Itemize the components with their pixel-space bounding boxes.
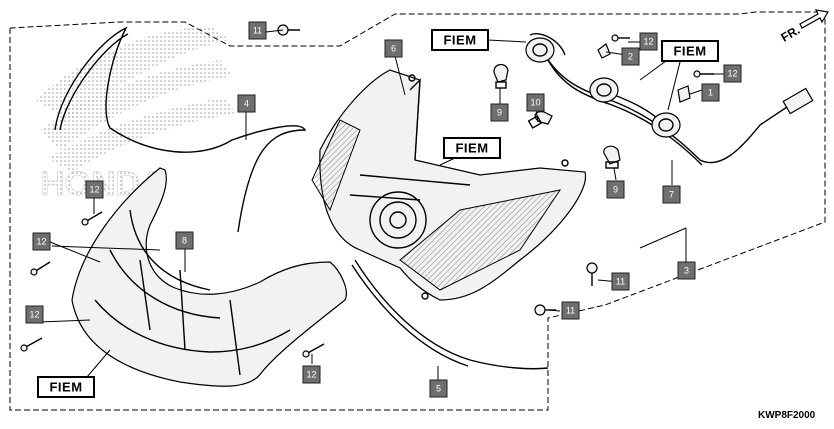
- callout-4[interactable]: 4: [237, 94, 256, 113]
- svg-text:6: 6: [391, 44, 396, 54]
- svg-text:FIEM: FIEM: [455, 141, 488, 156]
- clip-2: [597, 43, 611, 59]
- svg-text:8: 8: [182, 236, 187, 246]
- svg-text:12: 12: [306, 370, 316, 380]
- callout-6[interactable]: 6: [384, 39, 403, 58]
- screw-12-right: [693, 70, 714, 78]
- svg-text:FIEM: FIEM: [49, 380, 82, 395]
- screw-12-bottom: [302, 343, 325, 358]
- screw-11-right: [586, 262, 598, 286]
- screw-12-top-right: [611, 34, 630, 42]
- diagram-code: KWP8F2000: [758, 410, 816, 421]
- fiem-label-top: FIEM: [431, 29, 489, 51]
- bulb-socket-b: [589, 77, 619, 103]
- svg-text:FIEM: FIEM: [673, 44, 706, 59]
- fiem-label-bottom: FIEM: [37, 376, 95, 398]
- callout-1[interactable]: 1: [701, 83, 720, 102]
- bulb-9-top: [493, 63, 509, 89]
- svg-text:10: 10: [530, 98, 540, 108]
- fiem-label-right: FIEM: [661, 40, 719, 62]
- svg-text:9: 9: [497, 108, 502, 118]
- callout-12-bottom[interactable]: 12: [302, 365, 321, 384]
- callout-7[interactable]: 7: [662, 185, 681, 204]
- bulb-socket-a: [525, 37, 555, 63]
- callout-11-right[interactable]: 11: [611, 272, 630, 291]
- callout-5[interactable]: 5: [429, 379, 448, 398]
- svg-text:FIEM: FIEM: [443, 33, 476, 48]
- svg-text:12: 12: [36, 237, 46, 247]
- svg-text:11: 11: [616, 277, 625, 287]
- bulb-10: [527, 111, 553, 129]
- part-4-trim: [54, 26, 307, 233]
- svg-text:7: 7: [669, 190, 674, 200]
- callout-12-right[interactable]: 12: [723, 64, 742, 83]
- callout-9-side[interactable]: 9: [606, 180, 625, 199]
- svg-text:1: 1: [708, 88, 713, 98]
- clip-1: [677, 85, 691, 103]
- bulb-socket-c: [651, 112, 681, 138]
- bulb-9-side: [603, 145, 621, 169]
- arrow-icon: [799, 9, 829, 29]
- svg-text:3: 3: [684, 266, 689, 276]
- callout-3[interactable]: 3: [677, 261, 696, 280]
- screw-12-left-bottom: [20, 337, 43, 352]
- callout-8[interactable]: 8: [175, 231, 194, 250]
- svg-text:9: 9: [613, 185, 618, 195]
- callout-9-top[interactable]: 9: [490, 103, 509, 122]
- callout-2[interactable]: 2: [621, 47, 640, 66]
- fiem-label-center: FIEM: [443, 137, 501, 159]
- svg-text:12: 12: [89, 185, 99, 195]
- callout-12-lower-left[interactable]: 12: [25, 305, 44, 324]
- callout-12-upper-left[interactable]: 12: [85, 180, 104, 199]
- callout-11-top[interactable]: 11: [248, 21, 267, 40]
- front-direction-indicator: FR.: [779, 9, 829, 45]
- svg-text:12: 12: [29, 310, 39, 320]
- svg-text:4: 4: [244, 99, 249, 109]
- callout-12-top-right[interactable]: 12: [639, 32, 658, 51]
- svg-text:12: 12: [643, 37, 653, 47]
- callout-10[interactable]: 10: [526, 93, 545, 112]
- svg-text:2: 2: [628, 52, 633, 62]
- callout-11-bottom[interactable]: 11: [561, 301, 580, 320]
- part-5-trim-strip: [354, 259, 549, 370]
- svg-text:11: 11: [253, 26, 262, 36]
- screw-12-left-mid: [30, 261, 51, 276]
- svg-text:12: 12: [727, 69, 737, 79]
- svg-text:11: 11: [566, 306, 575, 316]
- part-6-headlight-case: [311, 69, 587, 301]
- screw-12-left-top: [81, 211, 103, 226]
- svg-text:5: 5: [436, 384, 441, 394]
- part-8-front-cowl: [71, 167, 347, 387]
- honda-wing-logo: HONDA: [35, 26, 236, 203]
- callout-12-mid-left[interactable]: 12: [32, 232, 51, 251]
- front-direction-label: FR.: [779, 23, 803, 45]
